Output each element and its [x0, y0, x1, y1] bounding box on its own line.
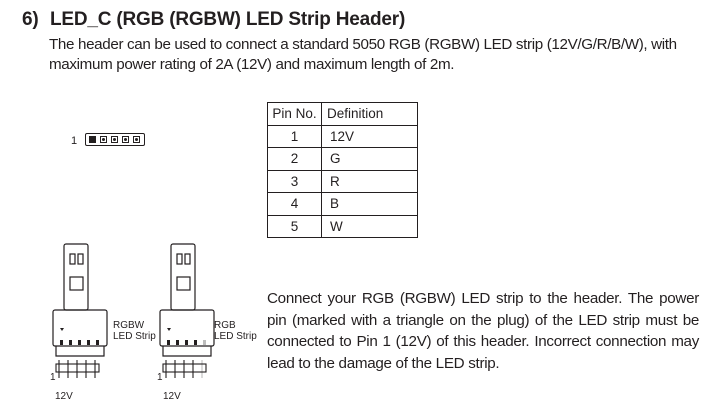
- pin-definition-table: Pin No. Definition 1 12V 2 G 3 R 4 B 5 W: [267, 102, 418, 238]
- header-pin1-label: 1: [71, 135, 78, 147]
- header-pin-3: [111, 136, 118, 143]
- table-row: 5 W: [267, 214, 418, 238]
- table-row: 2 G: [267, 147, 418, 171]
- rgb-plug-diagram: [159, 243, 215, 378]
- pin-number-cell: 3: [267, 169, 322, 193]
- column-header-definition: Definition: [321, 102, 418, 126]
- rgbw-pin1-label: 1: [50, 372, 56, 383]
- table-row: 1 12V: [267, 124, 418, 148]
- rgb-pin1-label: 1: [157, 372, 163, 383]
- table-row: 3 R: [267, 169, 418, 193]
- header-pin-5: [133, 136, 140, 143]
- pin-definition-cell: B: [321, 192, 418, 216]
- column-header-pin-no: Pin No.: [267, 102, 322, 126]
- rgb-12v-label: 12V: [163, 391, 181, 402]
- section-number: 6): [22, 9, 39, 30]
- header-pin-2: [100, 136, 107, 143]
- table-header-row: Pin No. Definition: [267, 102, 418, 126]
- section-description: The header can be used to connect a stan…: [49, 36, 677, 73]
- pin-definition-cell: 12V: [321, 124, 418, 148]
- rgbw-strip-label: RGBW LED Strip: [113, 320, 156, 342]
- header-connector-diagram: [85, 133, 145, 146]
- connection-note: Connect your RGB (RGBW) LED strip to the…: [267, 290, 699, 372]
- rgbw-plug-diagram: [52, 243, 108, 378]
- header-pin-1: [89, 136, 96, 143]
- pin-number-cell: 1: [267, 124, 322, 148]
- pin-definition-cell: G: [321, 147, 418, 171]
- pin-number-cell: 2: [267, 147, 322, 171]
- table-row: 4 B: [267, 192, 418, 216]
- section-title: 6) LED_C (RGB (RGBW) LED Strip Header): [22, 9, 405, 31]
- section-title-text: LED_C (RGB (RGBW) LED Strip Header): [50, 9, 406, 30]
- pin-number-cell: 5: [267, 214, 322, 238]
- rgbw-12v-label: 12V: [55, 391, 73, 402]
- pin-definition-cell: W: [321, 214, 418, 238]
- rgb-strip-label: RGB LED Strip: [214, 320, 257, 342]
- pin-definition-cell: R: [321, 169, 418, 193]
- pin-number-cell: 4: [267, 192, 322, 216]
- header-pin-4: [122, 136, 129, 143]
